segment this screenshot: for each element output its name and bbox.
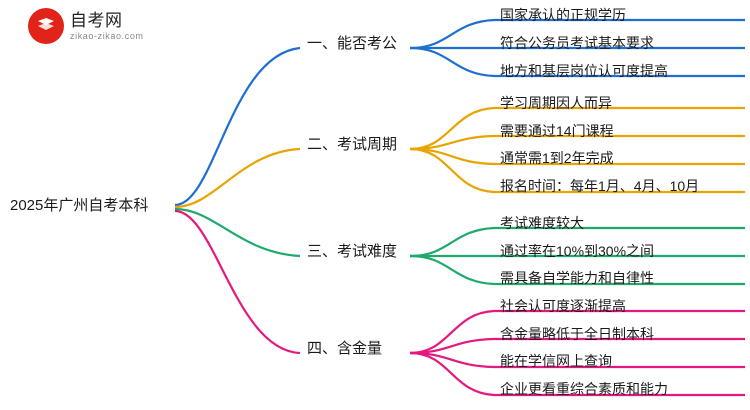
branch-connector-2 [174, 106, 745, 209]
logo-mark-icon [28, 8, 64, 44]
mindmap-leaf-2-4: 报名时间：每年1月、4月、10月 [500, 178, 700, 194]
mindmap-leaf-3-2: 通过率在10%到30%之间 [500, 243, 655, 259]
branch-connector-1 [174, 18, 745, 207]
mindmap-branch-3: 三、考试难度 [307, 243, 398, 260]
mindmap-leaf-1-2: 符合公务员考试基本要求 [500, 35, 654, 51]
logo-subtitle: zikao-zikao.com [70, 30, 144, 41]
mindmap-leaf-2-2: 需要通过14门课程 [500, 123, 614, 139]
mindmap-leaf-2-3: 通常需1到2年完成 [500, 150, 614, 166]
mindmap-leaf-4-3: 能在学信网上查询 [500, 353, 612, 369]
mindmap-branch-2: 二、考试周期 [307, 136, 398, 153]
logo-title: 自考网 [70, 10, 123, 30]
mindmap-root-node: 2025年广州自考本科 [10, 197, 149, 214]
site-logo: 自考网 zikao-zikao.com [28, 8, 144, 44]
mindmap-branch-1: 一、能否考公 [307, 35, 398, 52]
branch-connector-4 [174, 209, 745, 397]
mindmap-branch-4: 四、含金量 [307, 340, 383, 357]
mindmap-leaf-4-4: 企业更看重综合素质和能力 [500, 381, 668, 397]
logo-text: 自考网 zikao-zikao.com [70, 12, 144, 41]
mindmap-leaf-4-1: 社会认可度逐渐提高 [500, 298, 626, 314]
branch-connector-3 [174, 207, 745, 286]
mindmap-leaf-4-2: 含金量略低于全日制本科 [500, 326, 654, 342]
mindmap-leaf-1-1: 国家承认的正规学历 [500, 7, 626, 23]
mindmap-leaf-3-1: 考试难度较大 [500, 215, 584, 231]
mindmap-leaf-1-3: 地方和基层岗位认可度提高 [500, 63, 668, 79]
mindmap-leaf-2-1: 学习周期因人而异 [500, 95, 612, 111]
mindmap-leaf-3-3: 需具备自学能力和自律性 [500, 270, 654, 286]
